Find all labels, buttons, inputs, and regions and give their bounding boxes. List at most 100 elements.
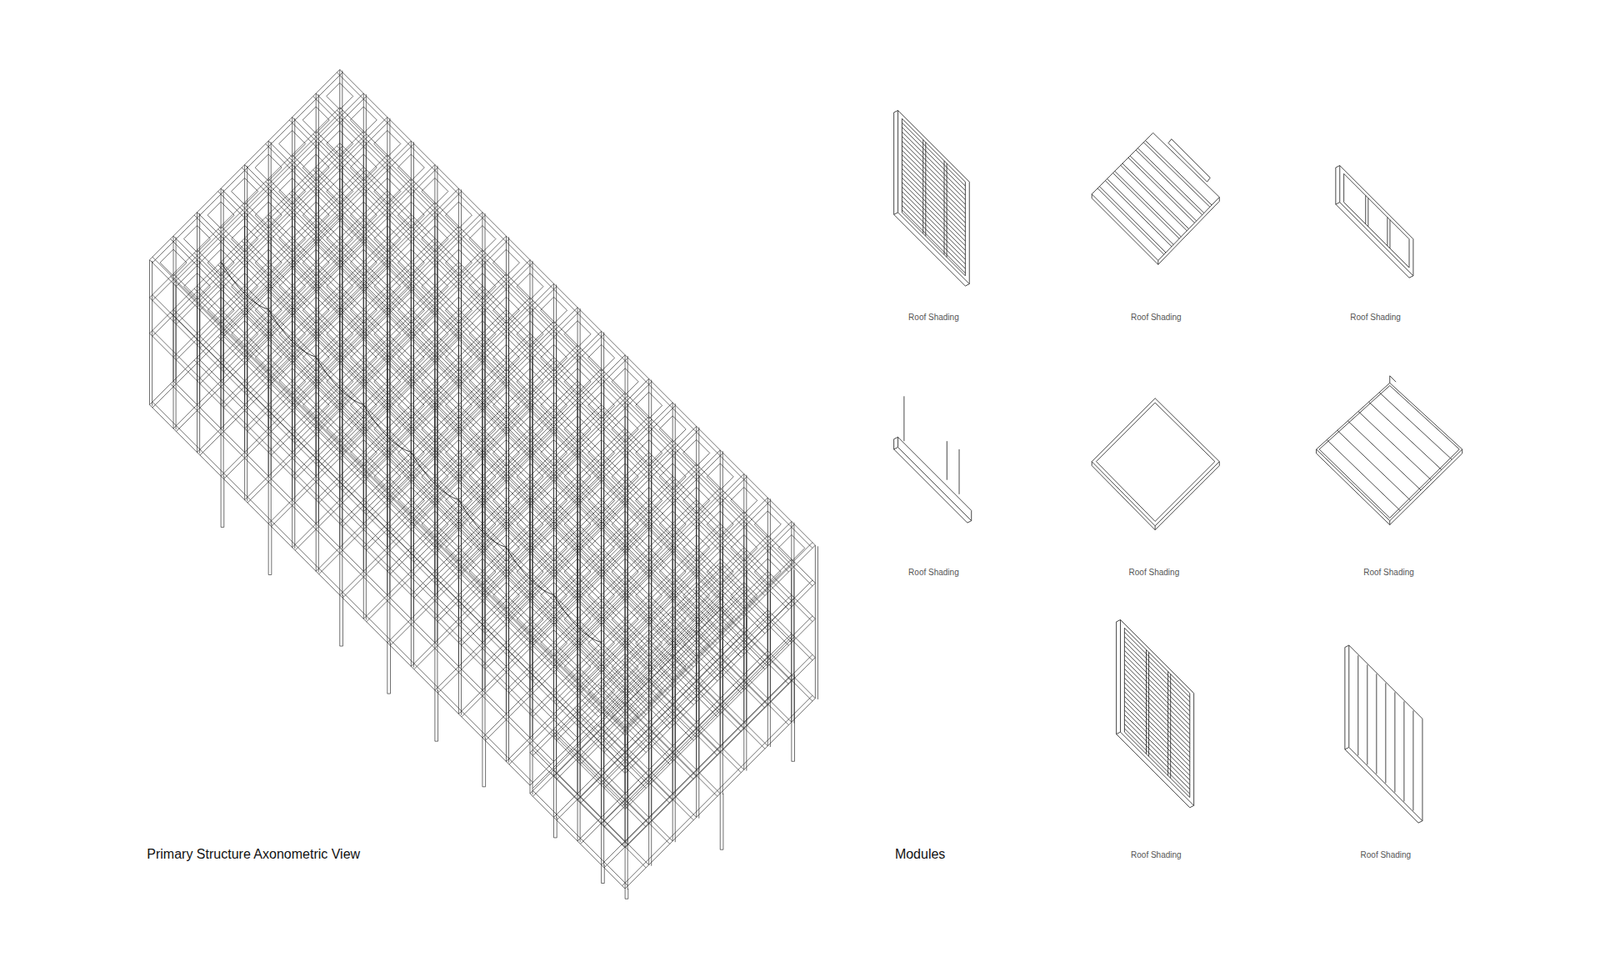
hanging-rod	[959, 449, 960, 495]
coffer	[160, 249, 187, 276]
beam	[175, 134, 366, 325]
shading-panel	[894, 110, 970, 286]
hanger	[530, 497, 531, 580]
beam	[241, 312, 622, 693]
coffer	[611, 510, 639, 538]
post	[648, 711, 650, 865]
coffer	[492, 439, 520, 466]
coffer	[492, 582, 520, 610]
beam	[247, 312, 438, 503]
tile-stripe	[1115, 170, 1182, 237]
column	[339, 595, 340, 646]
post	[458, 569, 460, 715]
beam	[366, 360, 557, 550]
coffer	[611, 605, 639, 633]
tile-stripe	[1113, 173, 1180, 240]
beam	[295, 288, 485, 479]
beam	[336, 217, 717, 598]
beam	[532, 526, 723, 717]
beam	[175, 170, 366, 360]
coffer	[207, 201, 235, 229]
louver-slat	[901, 145, 965, 210]
beam	[175, 240, 366, 431]
coffer	[231, 178, 259, 205]
hanger	[291, 260, 293, 342]
shading-tile	[1316, 375, 1463, 525]
tile-outline	[1316, 382, 1463, 520]
coffer	[184, 273, 211, 300]
coffer	[302, 154, 330, 181]
coffer	[326, 273, 354, 300]
post	[485, 593, 486, 739]
beam	[414, 407, 605, 598]
coffer	[730, 535, 758, 562]
beam	[461, 455, 652, 645]
panel-divider	[946, 163, 948, 258]
tile-outline	[1091, 398, 1220, 526]
column-foot	[482, 785, 486, 787]
coffer	[255, 249, 282, 276]
board-line	[1375, 673, 1377, 774]
coffer	[564, 368, 591, 395]
beam	[604, 561, 795, 752]
beam	[319, 312, 510, 503]
coffer	[231, 320, 259, 348]
coffer	[421, 225, 449, 253]
post	[817, 545, 819, 700]
coffer	[374, 320, 401, 348]
coffer	[659, 510, 686, 538]
louver-slat	[1124, 714, 1190, 780]
tile-stripe	[1097, 188, 1165, 255]
column-foot	[435, 740, 439, 742]
tile-frame	[1319, 385, 1460, 519]
column-foot	[601, 882, 605, 884]
module-label: Roof Shading	[1129, 567, 1180, 578]
coffer	[421, 178, 449, 205]
louver-slat	[901, 159, 965, 223]
beam	[152, 401, 533, 782]
coffer	[397, 154, 425, 181]
post	[600, 711, 602, 865]
tile-stripe	[1107, 178, 1175, 245]
coffer	[659, 605, 686, 633]
louver-slat	[901, 140, 965, 205]
coffer	[540, 344, 568, 371]
beam	[556, 550, 747, 740]
hanger	[339, 307, 340, 390]
coffer	[302, 296, 330, 324]
board-line	[1366, 664, 1368, 765]
column	[223, 475, 225, 527]
post	[722, 640, 724, 795]
post	[339, 450, 340, 595]
coffer	[279, 368, 306, 395]
coffer	[516, 368, 544, 395]
column	[268, 523, 270, 575]
coffer	[683, 535, 710, 562]
beam	[604, 677, 795, 868]
coffer	[374, 273, 401, 300]
tile-stripe	[1145, 140, 1212, 205]
beam	[342, 407, 533, 598]
beam	[220, 333, 601, 714]
coffer	[469, 368, 496, 395]
panel-frame	[901, 118, 965, 276]
louver-slat	[901, 122, 965, 186]
beam	[509, 574, 700, 765]
post	[220, 330, 222, 476]
panel-edge	[894, 449, 972, 523]
post	[434, 355, 435, 500]
panel-divider	[1367, 198, 1369, 227]
louver-slat	[901, 127, 965, 191]
beam	[437, 430, 628, 621]
beam	[509, 466, 700, 657]
beam	[247, 240, 438, 431]
louver-slat	[1124, 728, 1190, 794]
post	[365, 475, 367, 620]
coffer	[326, 130, 354, 158]
coffer	[445, 344, 472, 371]
panel-outline	[1120, 619, 1194, 805]
coffer	[730, 582, 758, 610]
louver-slat	[901, 210, 965, 274]
column	[722, 793, 724, 850]
